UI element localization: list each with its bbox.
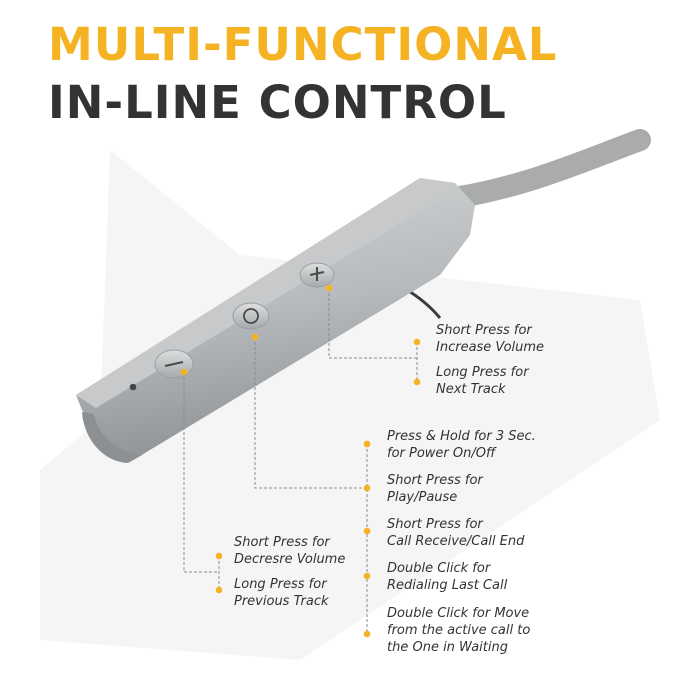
main-cable	[429, 129, 651, 211]
volume-up-button[interactable]	[299, 262, 335, 288]
annotation-dots	[180, 284, 421, 638]
minus-icon	[164, 361, 184, 367]
annotation-increase-volume: Short Press for Increase Volume	[436, 323, 545, 355]
remote-end-cap	[82, 412, 142, 463]
microphone-hole-icon	[129, 383, 137, 391]
title-line-2: IN-LINE CONTROL	[48, 76, 507, 129]
annotation-redial: Double Click for Redialing Last Call	[387, 561, 508, 593]
annotation-call-receive-end: Short Press for Call Receive/Call End	[387, 517, 525, 549]
annotation-previous-track: Long Press for Previous Track	[234, 577, 329, 609]
remote-body	[76, 178, 475, 462]
volume-down-button[interactable]	[154, 349, 194, 379]
annotation-next-track: Long Press for Next Track	[436, 365, 529, 397]
multi-function-button[interactable]	[232, 302, 270, 330]
annotation-call-waiting: Double Click for Move from the active ca…	[387, 606, 531, 655]
title-line-1: MULTI-FUNCTIONAL	[48, 18, 558, 71]
leader-lines	[183, 288, 418, 634]
annotation-decrease-volume: Short Press for Decresre Volume	[234, 535, 346, 567]
plus-icon	[309, 267, 325, 281]
annotation-power: Press & Hold for 3 Sec. for Power On/Off	[387, 429, 536, 461]
circle-icon	[243, 308, 259, 324]
annotation-play-pause: Short Press for Play/Pause	[387, 473, 483, 505]
